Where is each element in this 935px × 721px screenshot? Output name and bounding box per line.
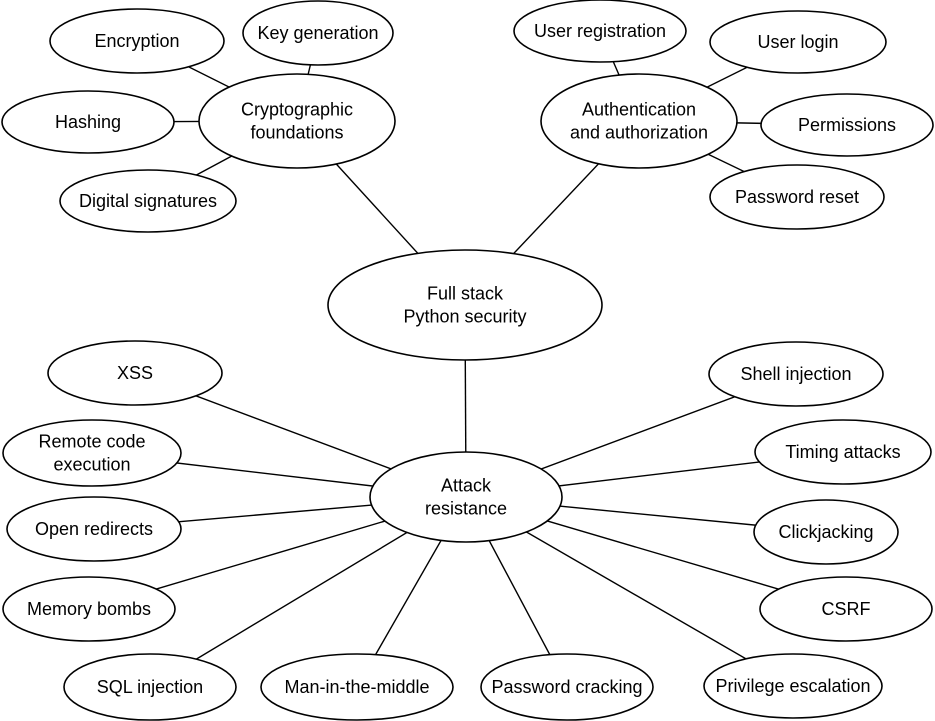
node-digital-signatures: Digital signatures [59, 169, 237, 233]
node-permissions-label: Permissions [798, 115, 896, 135]
node-user-registration-ellipse [513, 0, 687, 63]
node-attack: Attack resistance [369, 451, 563, 543]
node-key-generation: Key generation [242, 0, 394, 66]
node-user-login-label: User login [757, 32, 838, 52]
node-clickjacking-ellipse [753, 499, 899, 565]
node-attack-label: Attack [441, 476, 492, 496]
node-privilege-escalation-label: Privilege escalation [715, 676, 870, 696]
node-open-redirects-ellipse [6, 496, 182, 562]
node-root-ellipse [327, 249, 603, 361]
node-timing-attacks-label: Timing attacks [785, 442, 900, 462]
node-hashing-label: Hashing [55, 112, 121, 132]
node-hashing-ellipse [1, 90, 175, 154]
node-shell-injection-label: Shell injection [740, 364, 851, 384]
node-user-registration-label: User registration [534, 21, 666, 41]
node-sql-injection-ellipse [63, 653, 237, 721]
node-user-login-ellipse [709, 10, 887, 74]
node-crypto: Cryptographic foundations [198, 73, 396, 169]
node-privilege-escalation-ellipse [703, 653, 883, 719]
node-xss-ellipse [47, 340, 223, 406]
node-root-label: Python security [403, 307, 526, 327]
node-crypto-label: foundations [250, 123, 343, 143]
node-auth-ellipse [540, 73, 738, 169]
node-encryption-ellipse [49, 8, 225, 74]
node-crypto-ellipse [198, 73, 396, 169]
node-remote-code-execution: Remote code execution [2, 419, 182, 487]
node-auth-label: Authentication [582, 100, 696, 120]
node-clickjacking-label: Clickjacking [778, 522, 873, 542]
node-password-cracking-label: Password cracking [491, 677, 642, 697]
node-open-redirects: Open redirects [6, 496, 182, 562]
node-auth: Authentication and authorization [540, 73, 738, 169]
node-clickjacking: Clickjacking [753, 499, 899, 565]
node-sql-injection: SQL injection [63, 653, 237, 721]
node-encryption: Encryption [49, 8, 225, 74]
node-man-in-the-middle-label: Man-in-the-middle [284, 677, 429, 697]
node-timing-attacks-ellipse [754, 419, 932, 485]
node-password-reset: Password reset [709, 164, 885, 230]
node-password-cracking: Password cracking [480, 653, 654, 721]
node-permissions-ellipse [760, 93, 934, 157]
node-memory-bombs-ellipse [2, 576, 176, 642]
node-digital-signatures-ellipse [59, 169, 237, 233]
node-xss: XSS [47, 340, 223, 406]
node-password-reset-ellipse [709, 164, 885, 230]
node-hashing: Hashing [1, 90, 175, 154]
node-remote-code-execution-ellipse [2, 419, 182, 487]
node-digital-signatures-label: Digital signatures [79, 191, 217, 211]
node-permissions: Permissions [760, 93, 934, 157]
node-csrf: CSRF [759, 576, 933, 642]
node-shell-injection-ellipse [708, 341, 884, 407]
node-man-in-the-middle-ellipse [260, 653, 454, 721]
node-xss-label: XSS [117, 363, 153, 383]
node-password-reset-label: Password reset [735, 187, 859, 207]
node-man-in-the-middle: Man-in-the-middle [260, 653, 454, 721]
node-memory-bombs-label: Memory bombs [27, 599, 151, 619]
node-csrf-label: CSRF [822, 599, 871, 619]
node-attack-ellipse [369, 451, 563, 543]
node-crypto-label: Cryptographic [241, 100, 353, 120]
node-memory-bombs: Memory bombs [2, 576, 176, 642]
node-sql-injection-label: SQL injection [97, 677, 203, 697]
node-remote-code-execution-label: execution [53, 455, 130, 475]
node-user-registration: User registration [513, 0, 687, 63]
node-root-label: Full stack [427, 284, 504, 304]
node-timing-attacks: Timing attacks [754, 419, 932, 485]
node-privilege-escalation: Privilege escalation [703, 653, 883, 719]
node-key-generation-ellipse [242, 0, 394, 66]
node-csrf-ellipse [759, 576, 933, 642]
node-attack-label: resistance [425, 499, 507, 519]
node-shell-injection: Shell injection [708, 341, 884, 407]
node-password-cracking-ellipse [480, 653, 654, 721]
node-encryption-label: Encryption [94, 31, 179, 51]
node-key-generation-label: Key generation [257, 23, 378, 43]
node-open-redirects-label: Open redirects [35, 519, 153, 539]
node-user-login: User login [709, 10, 887, 74]
node-remote-code-execution-label: Remote code [38, 432, 145, 452]
node-auth-label: and authorization [570, 123, 708, 143]
